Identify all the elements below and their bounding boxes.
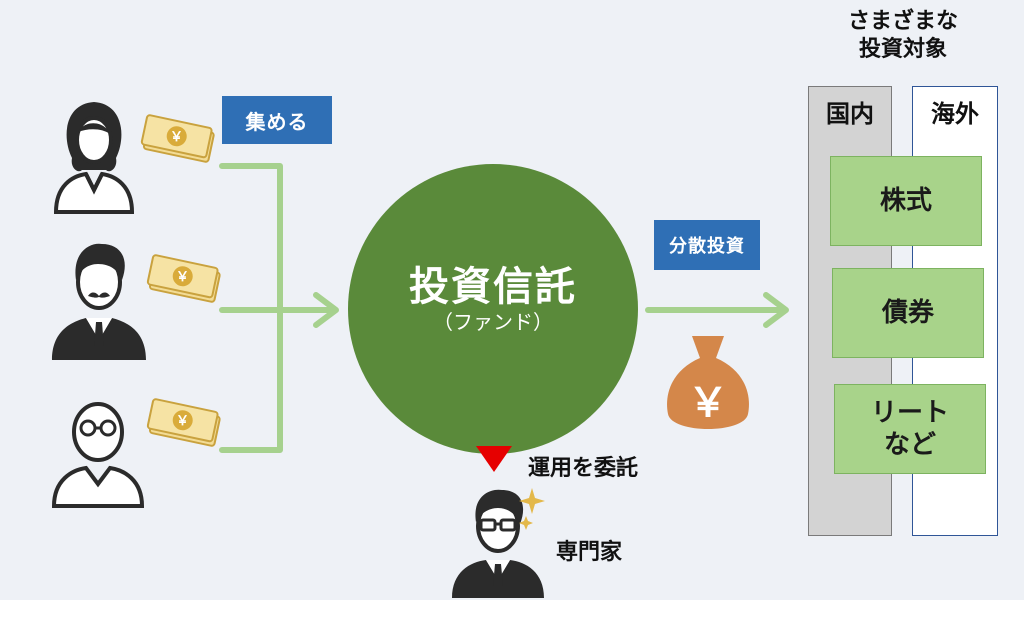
fund-title: 投資信託 (409, 264, 577, 310)
asset-reit-etc: リート など (834, 384, 986, 474)
investor-man-mustache-icon (52, 243, 146, 360)
fund-subtitle: （ファンド） (433, 310, 553, 334)
asset-stocks: 株式 (830, 156, 982, 246)
delegate-triangle-icon (476, 446, 512, 472)
bill-yen-symbol: ￥ (176, 414, 190, 429)
money-bills-icon-3: ￥ (146, 396, 226, 456)
diagram-canvas: ￥ ￥ ￥ 集める 投資信託 （ファンド） 分散投資 ￥ (0, 0, 1024, 600)
fund-circle (348, 164, 638, 454)
expert-icon (452, 488, 545, 598)
money-bills-icon-2: ￥ (146, 252, 226, 312)
delegate-label: 運用を委託 (528, 456, 639, 481)
asset-bonds: 債券 (832, 268, 984, 358)
bill-yen-symbol: ￥ (170, 130, 184, 145)
collect-label: 集める (222, 96, 332, 144)
domestic-column-title: 国内 (826, 100, 874, 128)
investor-elder-icon (51, 402, 145, 508)
bill-yen-symbol: ￥ (176, 270, 190, 285)
overseas-column-title: 海外 (931, 100, 979, 128)
money-bag-icon (667, 336, 749, 429)
targets-heading-line1: さまざまな (847, 9, 958, 34)
money-bag-yen-symbol: ￥ (688, 380, 728, 426)
money-bills-icon-1: ￥ (140, 112, 220, 172)
expert-label: 専門家 (556, 540, 623, 565)
arrow-head-fund (313, 292, 339, 328)
investor-woman-icon (53, 102, 135, 214)
targets-heading: さまざまな 投資対象 (810, 8, 996, 64)
arrow-head-targets (763, 292, 789, 328)
targets-heading-line2: 投資対象 (858, 37, 947, 62)
connector-lines (219, 163, 789, 453)
diversify-label: 分散投資 (654, 220, 760, 270)
